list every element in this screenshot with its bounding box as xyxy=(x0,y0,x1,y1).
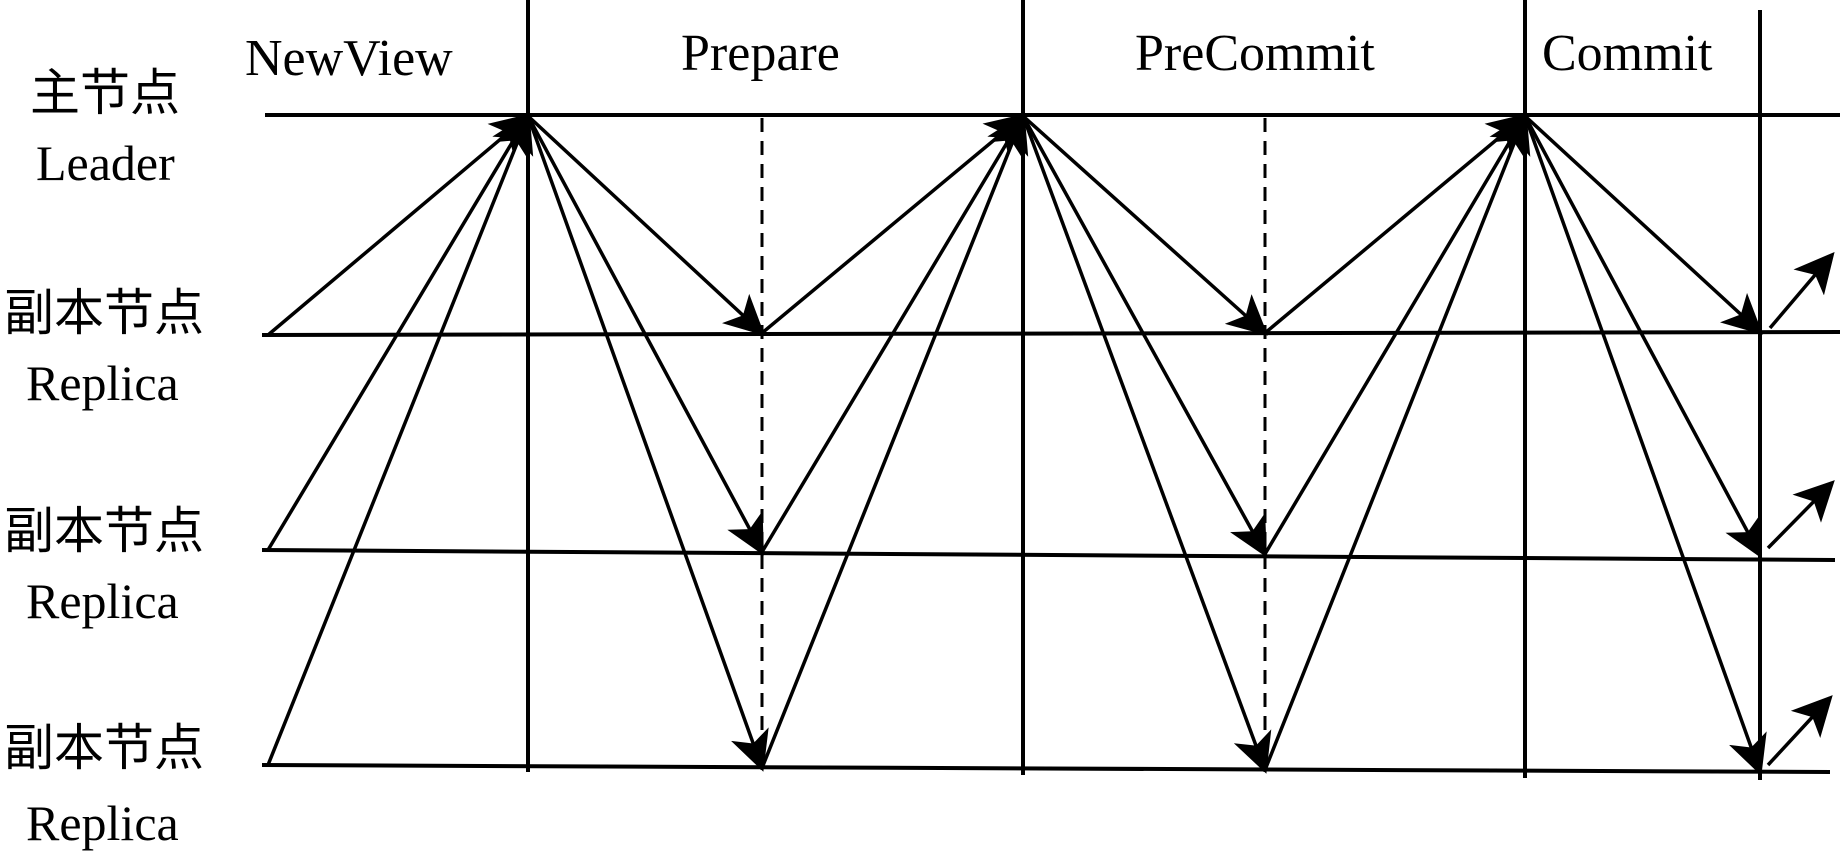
arrow-precommit-r2-to-leader xyxy=(1263,112,1528,555)
node-label-replica-2-zh: 副本节点 xyxy=(4,502,204,560)
node-label-replica-3-en: Replica xyxy=(26,795,179,851)
phase-label-prepare: Prepare xyxy=(681,25,840,82)
arrow-newview-r1-to-leader xyxy=(266,113,532,337)
arrow-commit-leader-to-r2 xyxy=(1523,115,1762,559)
node-label-replica-1-zh: 副本节点 xyxy=(4,284,204,342)
arrow-commit-leader-to-r1 xyxy=(1523,114,1763,335)
arrow-commit-r2-out xyxy=(1766,480,1835,550)
arrow-prepare-leader-to-r3 xyxy=(526,115,769,772)
timeline-replica-3 xyxy=(261,763,1831,774)
phase-label-newview: NewView xyxy=(245,30,453,87)
arrow-precommit-leader-to-r2 xyxy=(1021,115,1267,558)
arrow-precommit-leader-to-r1 xyxy=(1021,114,1268,336)
arrow-newview-r3-to-leader xyxy=(266,112,534,766)
node-label-leader-en: Leader xyxy=(36,135,175,191)
node-label-replica-3-zh: 副本节点 xyxy=(4,719,204,777)
arrow-prepare-r1-to-leader xyxy=(760,113,1027,335)
timeline-replica-1 xyxy=(261,330,1840,337)
node-label-leader-zh: 主节点 xyxy=(30,64,180,122)
arrow-prepare-leader-to-r1 xyxy=(526,114,765,336)
arrow-commit-leader-to-r3 xyxy=(1523,115,1767,776)
timeline-replica-2 xyxy=(261,548,1836,562)
arrow-prepare-r2-to-leader xyxy=(760,112,1026,553)
arrow-precommit-r1-to-leader xyxy=(1263,113,1529,335)
arrow-newview-r2-to-leader xyxy=(266,112,531,551)
arrow-prepare-leader-to-r2 xyxy=(526,115,764,556)
arrow-commit-r3-out xyxy=(1766,695,1833,767)
phase-label-precommit: PreCommit xyxy=(1135,25,1375,82)
node-label-replica-1-en: Replica xyxy=(26,355,179,411)
arrow-precommit-r3-to-leader xyxy=(1263,112,1531,771)
phase-label-commit: Commit xyxy=(1542,25,1713,82)
arrow-prepare-r3-to-leader xyxy=(760,112,1029,769)
arrow-commit-r1-out xyxy=(1768,251,1835,330)
arrow-precommit-leader-to-r3 xyxy=(1021,115,1272,774)
node-label-replica-2-en: Replica xyxy=(26,573,179,629)
